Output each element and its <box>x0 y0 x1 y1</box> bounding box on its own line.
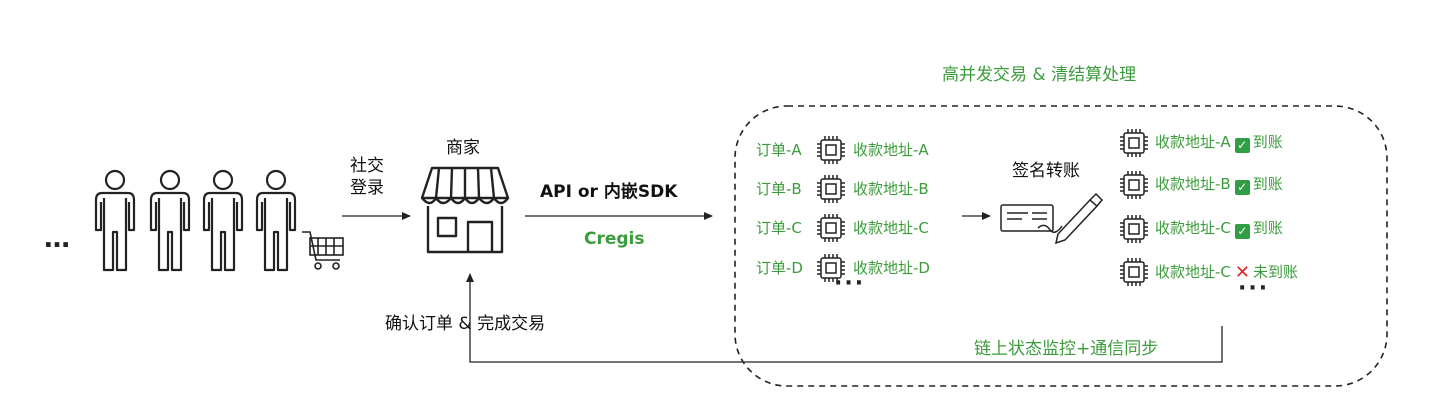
result-status: 未到账 <box>1252 263 1298 281</box>
result-address: 收款地址-C <box>1155 219 1231 237</box>
result-status: 到账 <box>1252 219 1283 237</box>
chip-icon <box>816 174 846 204</box>
address-label: 收款地址-C <box>853 219 929 237</box>
result-status: 到账 <box>1252 133 1283 151</box>
result-address: 收款地址-C <box>1155 263 1231 281</box>
feedback-arrow <box>466 273 1223 363</box>
confirm-label: 确认订单 & 完成交易 <box>385 314 546 334</box>
chip-icon <box>816 135 846 165</box>
chip-icon <box>1119 128 1149 158</box>
cregis-label: Cregis <box>584 229 645 249</box>
merchant-label: 商家 <box>446 138 480 158</box>
order-label: 订单-D <box>756 259 803 277</box>
orders-ellipsis: ··· <box>834 271 866 296</box>
sign-transfer-label: 签名转账 <box>1012 161 1080 181</box>
api-label: API or 内嵌SDK <box>540 182 678 202</box>
result-address: 收款地址-B <box>1155 175 1231 193</box>
check-icon: ✓ <box>1234 180 1250 195</box>
chip-icon <box>816 213 846 243</box>
store-icon <box>420 166 510 254</box>
address-label: 收款地址-A <box>853 141 929 159</box>
monitor-label: 链上状态监控+通信同步 <box>974 339 1159 359</box>
customers-ellipsis: … <box>44 224 72 254</box>
customers-group <box>94 169 297 272</box>
chip-icon <box>1119 257 1149 287</box>
result-status: 到账 <box>1252 175 1283 193</box>
result-row: 收款地址-C✕未到账 <box>1155 264 1298 282</box>
result-address: 收款地址-A <box>1155 133 1231 151</box>
result-row: 收款地址-A✓到账 <box>1155 135 1283 153</box>
social-login-line1: 社交 <box>350 156 384 176</box>
customer-icon <box>202 169 244 272</box>
order-label: 订单-B <box>756 180 802 198</box>
diagram-title: 高并发交易 & 清结算处理 <box>942 65 1137 85</box>
chip-icon <box>1119 170 1149 200</box>
result-row: 收款地址-C✓到账 <box>1155 221 1283 239</box>
results-ellipsis: ··· <box>1238 276 1270 301</box>
chip-icon <box>1119 214 1149 244</box>
signed-cheque-icon <box>1000 192 1104 245</box>
social-login-line2: 登录 <box>350 178 384 198</box>
processing-boundary <box>734 105 1388 387</box>
shopping-cart-icon <box>302 231 344 270</box>
cross-icon: ✕ <box>1234 262 1250 283</box>
customer-icon <box>94 169 136 272</box>
address-label: 收款地址-B <box>853 180 929 198</box>
order-label: 订单-A <box>756 141 802 159</box>
customer-icon <box>255 169 297 272</box>
address-chips-left <box>816 135 846 283</box>
address-chips-right <box>1119 128 1149 287</box>
customer-icon <box>149 169 191 272</box>
result-row: 收款地址-B✓到账 <box>1155 177 1283 195</box>
order-label: 订单-C <box>756 219 802 237</box>
address-label: 收款地址-D <box>853 259 930 277</box>
check-icon: ✓ <box>1234 138 1250 153</box>
check-icon: ✓ <box>1234 224 1250 239</box>
